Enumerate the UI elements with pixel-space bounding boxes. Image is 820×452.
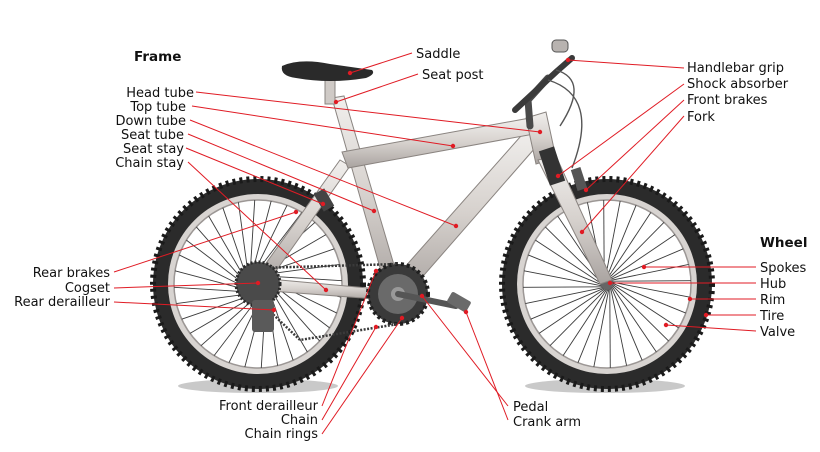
spoke xyxy=(252,200,272,272)
label-tire: Tire xyxy=(759,309,784,324)
bike-frame xyxy=(253,71,613,301)
rear-brake xyxy=(313,188,335,212)
spoke xyxy=(270,289,308,353)
spoke xyxy=(577,288,609,363)
spoke xyxy=(604,200,621,280)
label-top-tube: Top tube xyxy=(129,100,186,115)
spoke xyxy=(523,286,603,288)
label-rim: Rim xyxy=(760,293,785,308)
spoke xyxy=(606,212,652,280)
label-chain: Chain xyxy=(281,413,318,428)
label-valve: Valve xyxy=(760,325,795,340)
spoke xyxy=(611,282,686,314)
label-hub: Hub xyxy=(760,277,786,292)
spoke xyxy=(222,207,247,277)
label-fork: Fork xyxy=(687,110,715,125)
label-handlebar-grip: Handlebar grip xyxy=(687,61,784,76)
label-seat-stay: Seat stay xyxy=(123,142,184,157)
spoke xyxy=(257,212,303,271)
handlebar xyxy=(512,39,583,169)
spoke xyxy=(237,202,249,275)
spoke xyxy=(176,293,249,305)
spoke xyxy=(611,285,657,353)
spoke xyxy=(545,226,603,284)
label-shock-absorber: Shock absorber xyxy=(687,77,789,92)
spoke xyxy=(186,239,245,285)
label-seat-tube: Seat tube xyxy=(121,128,184,143)
frame-heading: Frame xyxy=(134,49,181,65)
pedal xyxy=(447,292,471,312)
spoke xyxy=(611,284,669,342)
spoke xyxy=(213,297,259,356)
label-rear-brakes: Rear brakes xyxy=(33,266,111,281)
wheel-heading: Wheel xyxy=(760,235,807,251)
label-rear-derailleur: Rear derailleur xyxy=(14,295,111,310)
label-seat-post: Seat post xyxy=(422,68,484,83)
saddle xyxy=(281,61,374,81)
spoke xyxy=(607,222,665,280)
spoke xyxy=(593,288,610,368)
label-chain-rings: Chain rings xyxy=(245,427,319,442)
label-cogset: Cogset xyxy=(65,281,110,296)
spoke xyxy=(562,288,608,356)
label-chain-stay: Chain stay xyxy=(115,156,184,171)
spoke xyxy=(530,287,605,320)
label-front-brakes: Front brakes xyxy=(687,93,768,108)
spoke xyxy=(174,286,247,293)
spoke xyxy=(174,270,246,290)
spoke xyxy=(179,254,245,288)
spoke xyxy=(525,287,604,305)
spoke xyxy=(538,288,606,334)
spoke xyxy=(271,286,321,342)
spoke xyxy=(611,280,691,282)
spoke xyxy=(269,275,342,282)
leader-dots xyxy=(255,57,709,330)
spoke xyxy=(195,226,245,282)
spoke xyxy=(535,239,603,285)
spoke xyxy=(610,287,628,366)
spoke xyxy=(254,205,288,271)
spoke xyxy=(249,200,256,273)
spoke xyxy=(208,215,246,279)
front-brake-caliper xyxy=(570,166,588,192)
rear-derailleur xyxy=(252,300,274,332)
label-down-tube: Down tube xyxy=(115,114,186,129)
spoke xyxy=(611,281,691,298)
spoke xyxy=(609,248,684,281)
label-crank-arm: Crank arm xyxy=(513,415,581,430)
label-pedal: Pedal xyxy=(513,400,548,415)
leader-lines xyxy=(113,52,757,435)
crank-arm xyxy=(395,291,459,309)
spoke xyxy=(549,288,607,346)
spoke xyxy=(200,297,256,347)
label-head-tube: Head tube xyxy=(126,86,194,101)
front-wheel xyxy=(499,176,715,392)
spoke xyxy=(605,205,637,280)
handlebar-grip xyxy=(551,39,569,53)
label-spokes: Spokes xyxy=(760,261,807,276)
spoke xyxy=(528,254,603,286)
label-front-derailleur: Front derailleur xyxy=(219,399,319,414)
spoke xyxy=(611,283,679,329)
spoke xyxy=(189,296,253,334)
spoke xyxy=(610,286,643,361)
spoke xyxy=(608,234,676,280)
spoke xyxy=(609,288,611,368)
label-saddle: Saddle xyxy=(416,47,460,62)
spoke xyxy=(523,270,603,287)
